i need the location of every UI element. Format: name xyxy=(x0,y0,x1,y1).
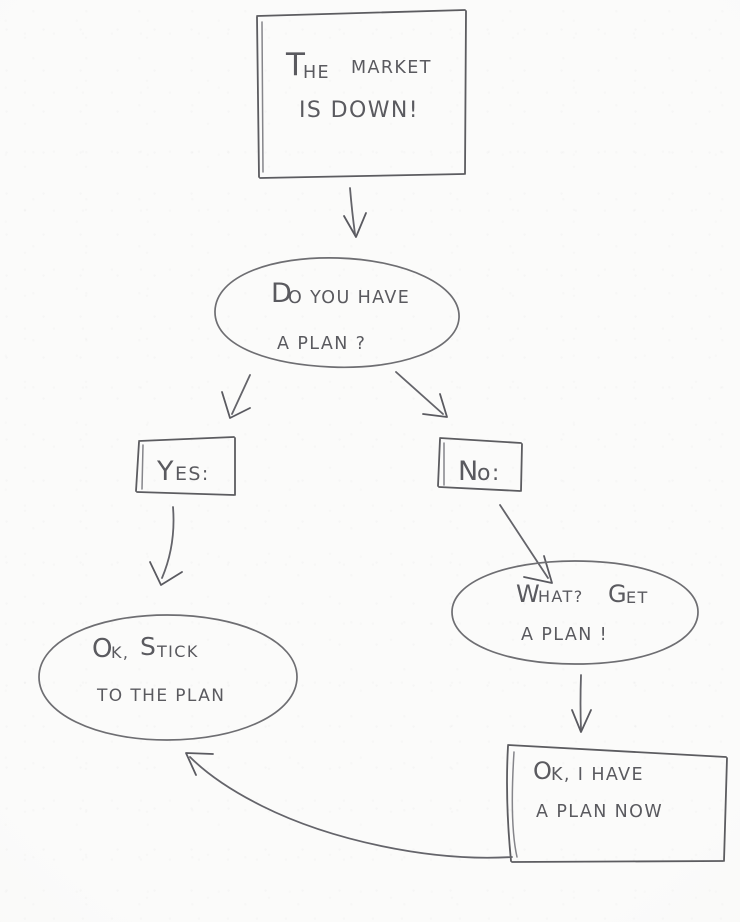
decision-line1-rest: O YOU HAVE xyxy=(288,288,410,308)
haveplan-box-outline xyxy=(506,744,728,863)
decision-line2: A PLAN ? xyxy=(277,334,366,354)
node-yes-branch[interactable]: Y ES: xyxy=(135,436,236,496)
start-box-line1-lead: T xyxy=(285,47,306,83)
getplan-line1-lead: W xyxy=(516,580,541,608)
node-the-market-is-down[interactable]: T HE MARKET IS DOWN! xyxy=(256,9,467,179)
edge-decision-to-no-arrowhead xyxy=(422,393,448,418)
getplan-line1-rest2: ET xyxy=(626,588,649,607)
getplan-ellipse-outline xyxy=(451,560,699,665)
stick-line1-lead2: S xyxy=(140,632,157,661)
no-box-lead: N xyxy=(458,456,480,487)
edge-yes-to-stick-line xyxy=(161,506,175,579)
stick-line1-mid: K, xyxy=(111,643,129,662)
start-box-line2: IS DOWN! xyxy=(299,98,419,123)
stick-ellipse-outline xyxy=(38,614,298,741)
edge-have-plan-back-to-stick xyxy=(185,752,513,859)
haveplan-box-left-accent xyxy=(511,751,518,858)
edge-yes-to-stick-arrowhead xyxy=(149,561,183,586)
haveplan-line1-lead: O xyxy=(533,757,553,785)
edge-no-to-get-plan xyxy=(499,504,553,584)
yes-box-left-accent xyxy=(141,444,144,490)
yes-box-outline xyxy=(135,436,236,496)
start-box-outline xyxy=(256,9,467,179)
no-box-outline xyxy=(437,437,523,492)
edge-have-plan-back-to-stick-arrowhead xyxy=(185,752,214,776)
edge-decision-to-no xyxy=(395,371,448,418)
start-box-line1-word2: MARKET xyxy=(351,58,432,78)
start-box-left-accent xyxy=(261,21,264,173)
edge-decision-to-yes-line xyxy=(231,374,251,415)
edge-decision-to-yes-arrowhead xyxy=(221,391,251,419)
edge-no-to-get-plan-arrowhead xyxy=(523,555,553,584)
edge-start-to-decision-arrowhead xyxy=(343,212,367,238)
node-what-get-a-plan[interactable]: W HAT? G ET A PLAN ! xyxy=(451,560,699,665)
start-box-line1-rest: HE xyxy=(303,63,330,83)
edge-have-plan-back-to-stick-line xyxy=(189,756,513,859)
edge-start-to-decision-line xyxy=(349,187,356,235)
node-ok-stick-to-the-plan[interactable]: O K, S TICK TO THE PLAN xyxy=(38,614,298,741)
edge-yes-to-stick xyxy=(149,506,183,586)
edge-decision-to-yes xyxy=(221,374,251,419)
decision-ellipse-outline xyxy=(214,257,460,369)
edge-get-plan-to-have-plan xyxy=(571,674,592,733)
edge-no-to-get-plan-line xyxy=(499,504,549,579)
getplan-line2: A PLAN ! xyxy=(521,625,608,645)
stick-line2: TO THE PLAN xyxy=(96,686,225,706)
edge-decision-to-no-line xyxy=(395,371,444,415)
getplan-line1-rest: HAT? xyxy=(538,587,584,606)
edge-get-plan-to-have-plan-line xyxy=(579,674,582,730)
stick-line1-lead: O xyxy=(92,634,114,664)
edge-get-plan-to-have-plan-arrowhead xyxy=(571,709,592,733)
node-no-branch[interactable]: N o: xyxy=(437,437,523,492)
haveplan-line2: A PLAN NOW xyxy=(536,802,663,822)
edge-start-to-decision xyxy=(343,187,367,238)
decision-line1-lead: D xyxy=(271,278,293,309)
node-ok-i-have-a-plan-now[interactable]: O K, I HAVE A PLAN NOW xyxy=(506,744,728,863)
getplan-line1-lead2: G xyxy=(608,580,628,608)
stick-line1-rest2: TICK xyxy=(156,642,199,661)
yes-box-lead: Y xyxy=(156,456,175,487)
no-box-rest: o: xyxy=(477,461,501,486)
yes-box-rest: ES: xyxy=(175,463,210,485)
haveplan-line1-rest: K, I HAVE xyxy=(551,765,644,785)
node-do-you-have-a-plan[interactable]: D O YOU HAVE A PLAN ? xyxy=(214,257,460,369)
